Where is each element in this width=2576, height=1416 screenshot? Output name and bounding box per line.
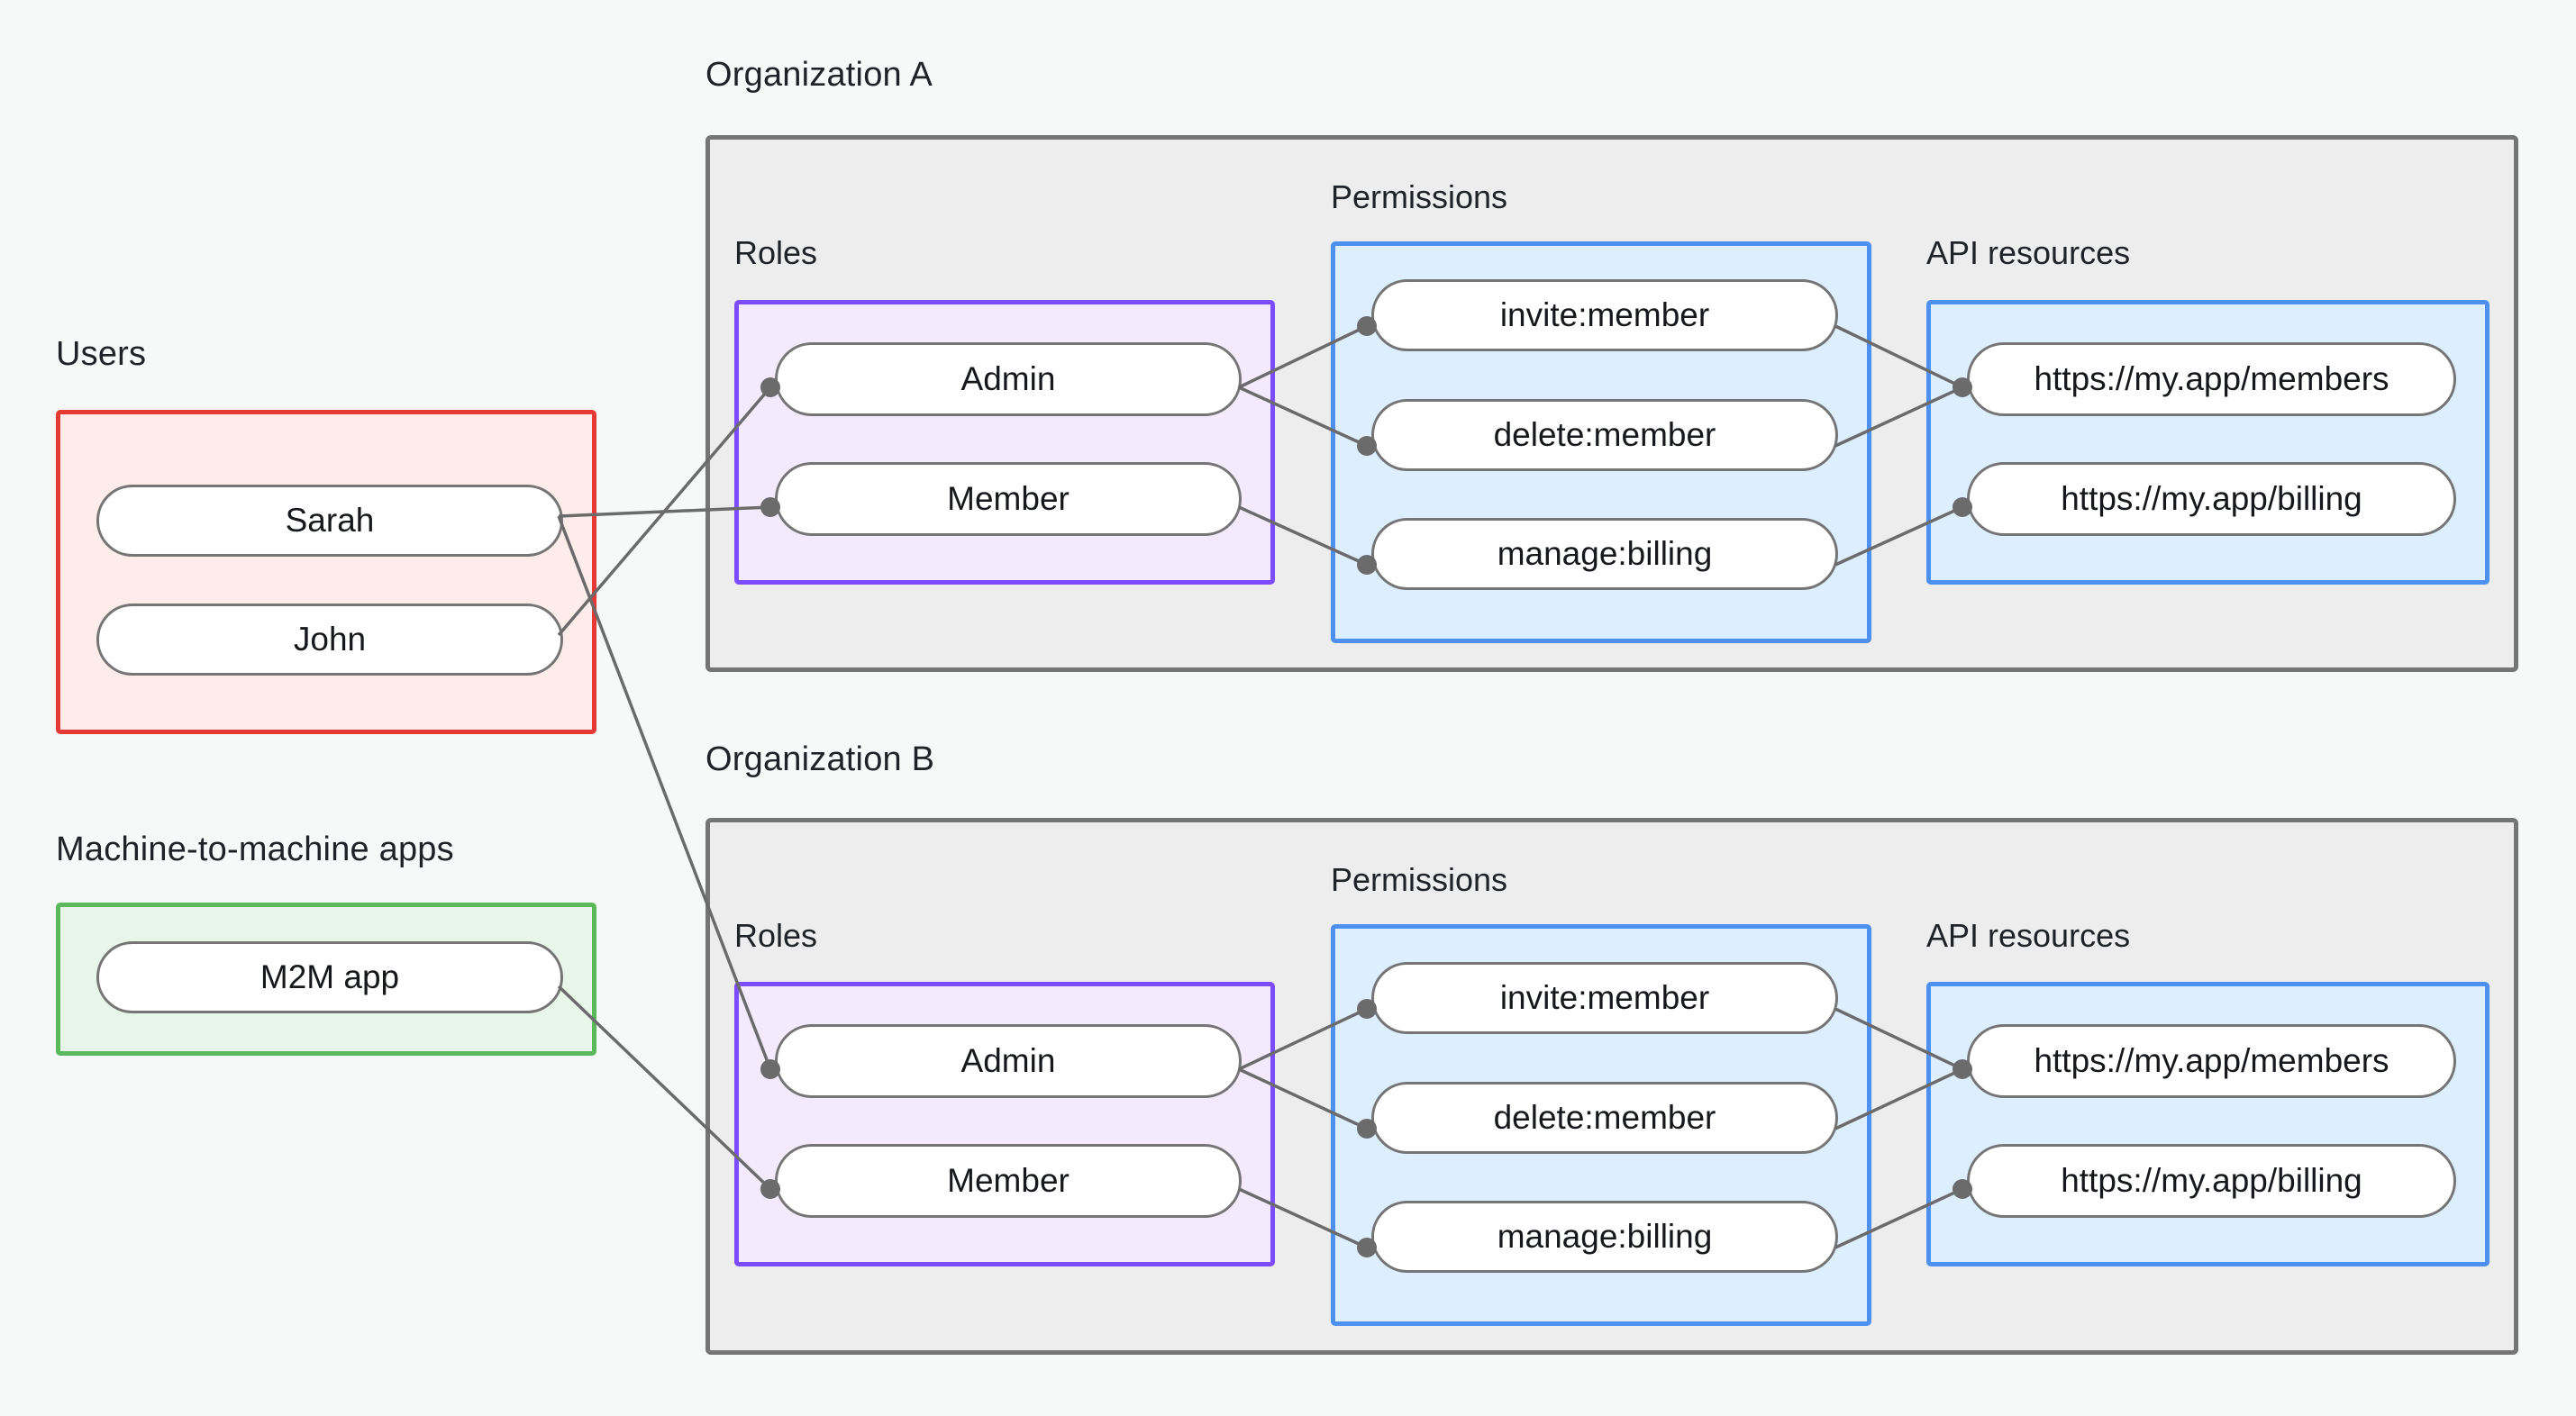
- org-b-role-member[interactable]: Member: [775, 1144, 1242, 1218]
- org-a-resource-members[interactable]: https://my.app/members: [1967, 342, 2456, 416]
- user-node-sarah[interactable]: Sarah: [96, 485, 563, 557]
- org-b-permissions-label: Permissions: [1331, 861, 1508, 898]
- org-b-roles-box: Admin Member: [734, 982, 1275, 1266]
- org-b-resources-box: https://my.app/members https://my.app/bi…: [1926, 982, 2490, 1266]
- org-b-role-admin[interactable]: Admin: [775, 1024, 1242, 1098]
- users-group-box: Sarah John: [56, 410, 596, 734]
- org-a-permissions-label: Permissions: [1331, 178, 1508, 215]
- organization-b-label: Organization B: [705, 740, 935, 778]
- org-b-permission-invite-member[interactable]: invite:member: [1371, 962, 1838, 1034]
- org-b-permissions-box: invite:member delete:member manage:billi…: [1331, 924, 1871, 1326]
- org-b-resources-label: API resources: [1926, 917, 2131, 954]
- org-a-permission-delete-member[interactable]: delete:member: [1371, 399, 1838, 471]
- machine-apps-group-box: M2M app: [56, 903, 596, 1056]
- users-group-label: Users: [56, 335, 147, 373]
- user-node-john[interactable]: John: [96, 604, 563, 676]
- org-a-permission-invite-member[interactable]: invite:member: [1371, 279, 1838, 351]
- org-a-permission-manage-billing[interactable]: manage:billing: [1371, 518, 1838, 590]
- org-a-roles-box: Admin Member: [734, 300, 1275, 585]
- m2m-app-node[interactable]: M2M app: [96, 941, 563, 1013]
- org-b-roles-label: Roles: [734, 917, 818, 954]
- org-a-role-member[interactable]: Member: [775, 462, 1242, 536]
- org-b-permission-manage-billing[interactable]: manage:billing: [1371, 1201, 1838, 1273]
- machine-apps-group-label: Machine-to-machine apps: [56, 831, 454, 868]
- org-a-permissions-box: invite:member delete:member manage:billi…: [1331, 241, 1871, 643]
- organization-a-label: Organization A: [705, 56, 933, 94]
- org-a-resource-billing[interactable]: https://my.app/billing: [1967, 462, 2456, 536]
- org-a-resources-label: API resources: [1926, 234, 2131, 271]
- org-a-roles-label: Roles: [734, 234, 818, 271]
- org-b-resource-billing[interactable]: https://my.app/billing: [1967, 1144, 2456, 1218]
- org-b-permission-delete-member[interactable]: delete:member: [1371, 1082, 1838, 1154]
- org-b-resource-members[interactable]: https://my.app/members: [1967, 1024, 2456, 1098]
- org-a-resources-box: https://my.app/members https://my.app/bi…: [1926, 300, 2490, 585]
- org-a-role-admin[interactable]: Admin: [775, 342, 1242, 416]
